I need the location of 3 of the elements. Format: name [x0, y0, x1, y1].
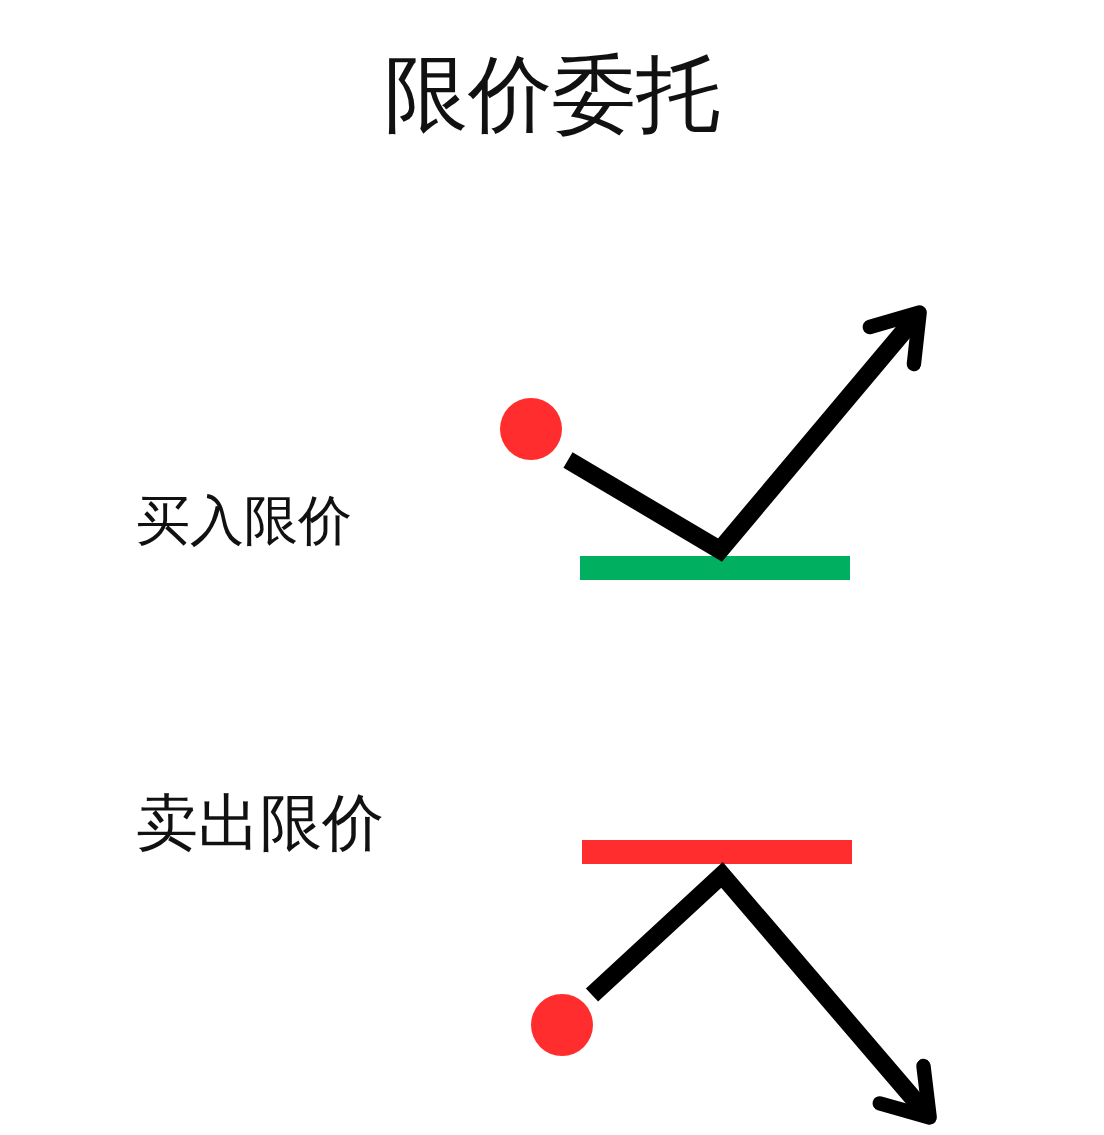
- buy-limit-label: 买入限价: [136, 494, 352, 548]
- sell-limit-label: 卖出限价: [136, 792, 384, 854]
- title: 限价委托: [383, 52, 721, 136]
